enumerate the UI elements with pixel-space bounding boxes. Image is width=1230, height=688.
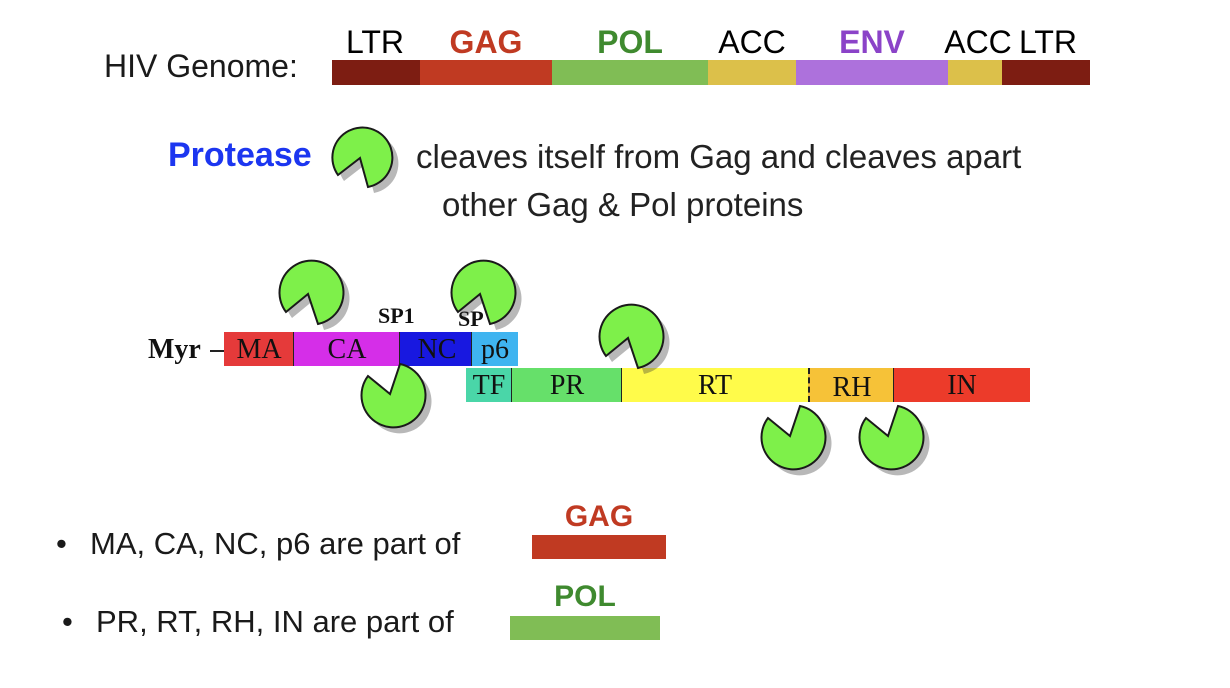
- genome-bar-pol: [552, 60, 708, 85]
- bullet-gag-text: MA, CA, NC, p6 are part of: [90, 526, 461, 561]
- pol-label-in: IN: [947, 370, 977, 401]
- pol-segment-in: [894, 368, 1030, 402]
- cleavage-pacman-icon: [858, 404, 930, 476]
- pol-label-tf: TF: [472, 370, 506, 401]
- bullet-pol-text: PR, RT, RH, IN are part of: [96, 604, 454, 639]
- gag-segment-ca: [294, 332, 400, 366]
- genome-label-acc-left: ACC: [718, 24, 786, 60]
- gag-label-nc: NC: [417, 334, 457, 365]
- protease-description-line1: cleaves itself from Gag and cleaves apar…: [416, 138, 1022, 175]
- genome-bar-acc-left: [708, 60, 796, 85]
- gag-label-p6: p6: [481, 334, 509, 365]
- gag-label-ma: MA: [236, 334, 282, 365]
- bullet-gag-label: GAG: [564, 500, 634, 533]
- genome-label-env: ENV: [839, 24, 905, 60]
- genome-bar-gag: [420, 60, 552, 85]
- protease-description-line2: other Gag & Pol proteins: [442, 186, 804, 223]
- cleavage-pacman-icon: [450, 259, 522, 330]
- genome-bar-env: [796, 60, 948, 85]
- bullet-symbol: •: [56, 526, 67, 561]
- cleavage-pacman-icon: [360, 362, 432, 434]
- pol-label-rh: RH: [832, 372, 872, 403]
- gag-segment-ma: [224, 332, 294, 366]
- bullet-pol-bar: [510, 616, 660, 640]
- genome-label-acc-right: ACC: [944, 24, 1012, 60]
- sp2-label: SP: [458, 306, 484, 331]
- bullet-gag-bar: [532, 535, 666, 559]
- genome-label-gag: GAG: [449, 24, 523, 60]
- protease-title: Protease: [168, 136, 312, 174]
- gag-label-ca: CA: [327, 334, 367, 365]
- pol-segment-tf: [466, 368, 512, 402]
- genome-label-ltr-right: LTR: [1018, 24, 1078, 60]
- cleavage-pacman-icon: [760, 404, 832, 476]
- pol-segment-pr: [512, 368, 622, 402]
- bullet-symbol: •: [62, 604, 73, 639]
- genome-label-pol: POL: [597, 24, 663, 60]
- pol-label-pr: PR: [549, 370, 585, 401]
- gag-segment-nc: [400, 332, 472, 366]
- protease-pacman-icon: [331, 126, 399, 193]
- pol-label-rt: RT: [697, 370, 733, 401]
- genome-bar-ltr-left: [332, 60, 420, 85]
- pol-segment-rt: [622, 368, 808, 402]
- myr-label: Myr: [148, 334, 201, 365]
- cleavage-pacman-icon: [598, 303, 670, 374]
- gag-segment-p6: [472, 332, 518, 366]
- genome-bar-ltr-right: [1002, 60, 1090, 85]
- myr-linker: [210, 350, 224, 352]
- pol-segment-rh: [808, 368, 894, 402]
- bullet-pol-label: POL: [554, 580, 616, 613]
- genome-bar-acc-right: [948, 60, 1002, 85]
- genome-label-ltr-left: LTR: [345, 24, 405, 60]
- genome-label: HIV Genome:: [104, 48, 298, 84]
- cleavage-pacman-icon: [278, 259, 350, 330]
- sp1-label: SP1: [378, 303, 415, 328]
